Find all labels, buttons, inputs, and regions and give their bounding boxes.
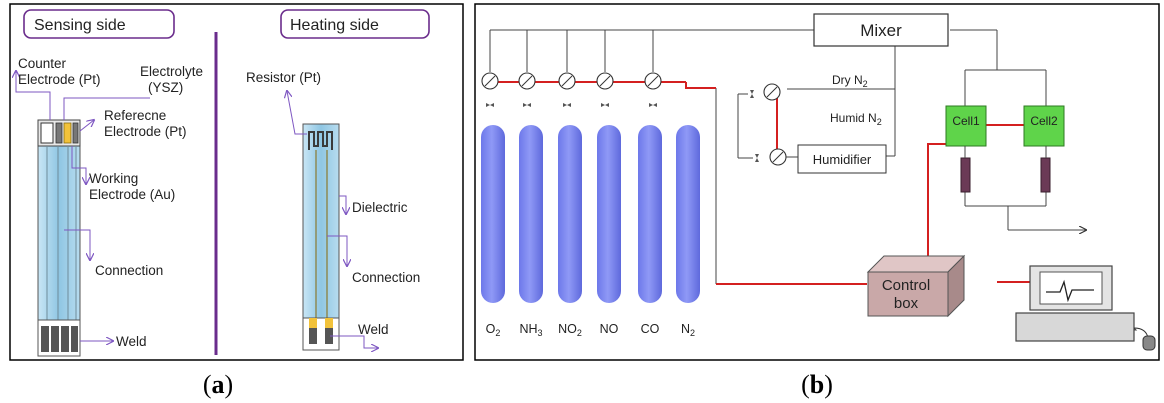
cylinder-no2 bbox=[558, 125, 582, 303]
gauge-icons bbox=[481, 72, 787, 166]
sensing-title: Sensing side bbox=[34, 17, 126, 34]
sensing-strip bbox=[37, 119, 81, 357]
gas-label-nh3: NH3 bbox=[519, 322, 542, 338]
panel-a: Sensing side Heating side bbox=[9, 3, 464, 399]
gas-label-no2: NO2 bbox=[558, 322, 582, 338]
reference-label-2: Electrode (Pt) bbox=[104, 124, 187, 139]
mixer-box bbox=[813, 13, 949, 47]
humid-n2-label: Humid N2 bbox=[830, 111, 882, 127]
electrolyte-label-2: (YSZ) bbox=[148, 80, 183, 95]
sensing-leaders bbox=[16, 71, 150, 341]
caption-b: (b) bbox=[801, 370, 833, 399]
heating-title-box bbox=[280, 9, 430, 39]
cylinder-n2 bbox=[676, 125, 700, 303]
humidifier-box bbox=[797, 144, 887, 174]
counter-label-2: Electrode (Pt) bbox=[18, 72, 101, 87]
weld-label-heating: Weld bbox=[358, 322, 389, 337]
dielectric-label: Dielectric bbox=[352, 200, 408, 215]
gas-label-o2: O2 bbox=[486, 322, 501, 338]
cell2-box bbox=[1023, 105, 1065, 147]
heating-title: Heating side bbox=[290, 17, 379, 34]
control-box bbox=[866, 254, 966, 318]
gas-cylinders bbox=[481, 125, 700, 303]
cylinder-no bbox=[597, 125, 621, 303]
computer-icon bbox=[1015, 265, 1156, 351]
gas-label-co: CO bbox=[641, 322, 660, 336]
sensor-1 bbox=[960, 157, 971, 193]
gas-manifold-lines bbox=[489, 29, 1086, 284]
humidifier-label: Humidifier bbox=[813, 152, 872, 167]
resistor-label: Resistor (Pt) bbox=[246, 70, 321, 85]
heating-leaders bbox=[287, 91, 378, 348]
cylinder-co bbox=[638, 125, 662, 303]
control-label-2: box bbox=[894, 295, 919, 312]
caption-a: (a) bbox=[203, 370, 233, 399]
working-label-1: Working bbox=[89, 171, 138, 186]
weld-label-sensing: Weld bbox=[116, 334, 147, 349]
cylinder-o2 bbox=[481, 125, 505, 303]
counter-label-1: Counter bbox=[18, 56, 67, 71]
cell1-label: Cell1 bbox=[952, 114, 980, 128]
gas-label-n2: N2 bbox=[681, 322, 695, 338]
control-label-1: Control bbox=[882, 277, 930, 294]
heating-strip bbox=[302, 123, 340, 351]
dry-n2-label: Dry N2 bbox=[832, 73, 868, 89]
connection-label-heating: Connection bbox=[352, 270, 420, 285]
mixer-label: Mixer bbox=[860, 21, 902, 40]
connection-label-sensing: Connection bbox=[95, 263, 163, 278]
gas-labels: O2 NH3 NO2 NO CO N2 bbox=[486, 322, 695, 338]
gas-label-no: NO bbox=[600, 322, 619, 336]
cell2-label: Cell2 bbox=[1030, 114, 1058, 128]
cell1-box bbox=[945, 105, 987, 147]
sensing-title-box bbox=[23, 9, 175, 39]
reference-label-1: Referecne bbox=[104, 108, 166, 123]
cylinder-nh3 bbox=[519, 125, 543, 303]
panel-b: Mixer bbox=[474, 3, 1160, 399]
working-label-2: Electrode (Au) bbox=[89, 187, 175, 202]
sensor-2 bbox=[1040, 157, 1051, 193]
electrolyte-label-1: Electrolyte bbox=[140, 64, 203, 79]
